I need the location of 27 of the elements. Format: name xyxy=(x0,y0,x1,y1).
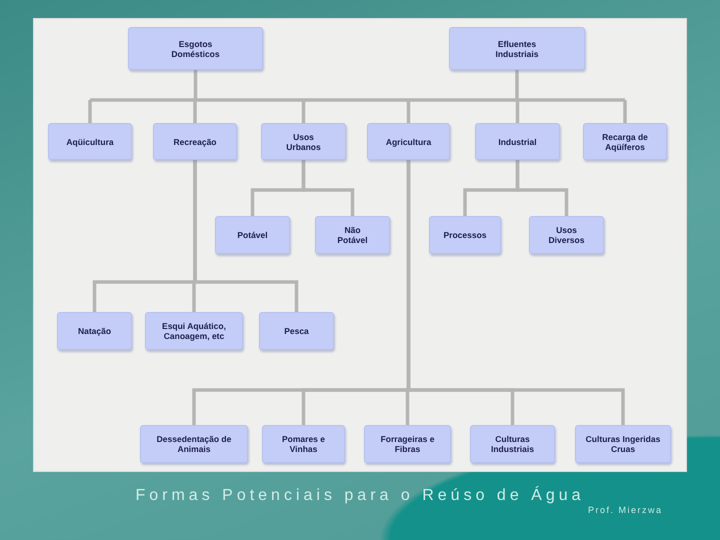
category-box: Culturas Ingeridas Cruas xyxy=(575,425,671,463)
category-box: Recarga de Aqüíferos xyxy=(583,123,667,160)
category-box: Usos Urbanos xyxy=(261,123,346,160)
author-credit: Prof. Mierzwa xyxy=(588,505,663,515)
connector-line xyxy=(302,160,354,216)
category-box: Recreação xyxy=(153,123,237,160)
category-box: Esqui Aquático, Canoagem, etc xyxy=(145,312,243,350)
category-box: Efluentes Industriais xyxy=(449,27,585,70)
category-box: Forrageiras e Fibras xyxy=(364,425,451,463)
category-box: Culturas Industriais xyxy=(470,425,555,463)
connector-line xyxy=(516,160,568,216)
category-box: Aqüicultura xyxy=(48,123,132,160)
category-box: Processos xyxy=(429,216,501,254)
category-box: Pomares e Vinhas xyxy=(262,425,345,463)
category-box: Natação xyxy=(57,312,132,350)
connector-line xyxy=(193,160,298,312)
connector-line xyxy=(406,160,625,425)
category-box: Pesca xyxy=(259,312,334,350)
category-box: Industrial xyxy=(475,123,560,160)
category-box: Dessedentação de Animais xyxy=(140,425,248,463)
caption: Formas Potenciais para o Reúso de Água xyxy=(134,487,586,505)
category-box: Potável xyxy=(215,216,290,254)
category-box: Esgotos Domésticos xyxy=(128,27,263,70)
category-box: Não Potável xyxy=(315,216,390,254)
category-box: Agricultura xyxy=(367,123,450,160)
connector-line xyxy=(88,68,627,125)
category-box: Usos Diversos xyxy=(529,216,604,254)
